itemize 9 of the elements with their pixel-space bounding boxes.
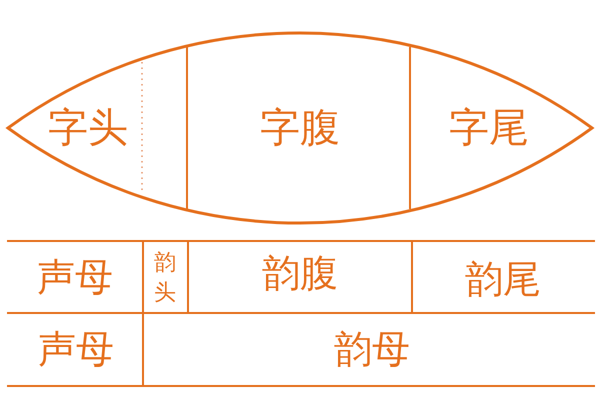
table-label: 韵尾 — [465, 260, 541, 298]
section-label: 字尾 — [449, 108, 529, 148]
table-label: 声母 — [37, 258, 113, 296]
table-label: 韵腹 — [262, 254, 338, 292]
section-label: 字腹 — [260, 108, 340, 148]
section-label: 字头 — [48, 108, 128, 148]
table-label: 声母 — [38, 330, 114, 368]
table-label: 韵母 — [334, 330, 410, 368]
table-label: 韵头 — [154, 249, 176, 307]
